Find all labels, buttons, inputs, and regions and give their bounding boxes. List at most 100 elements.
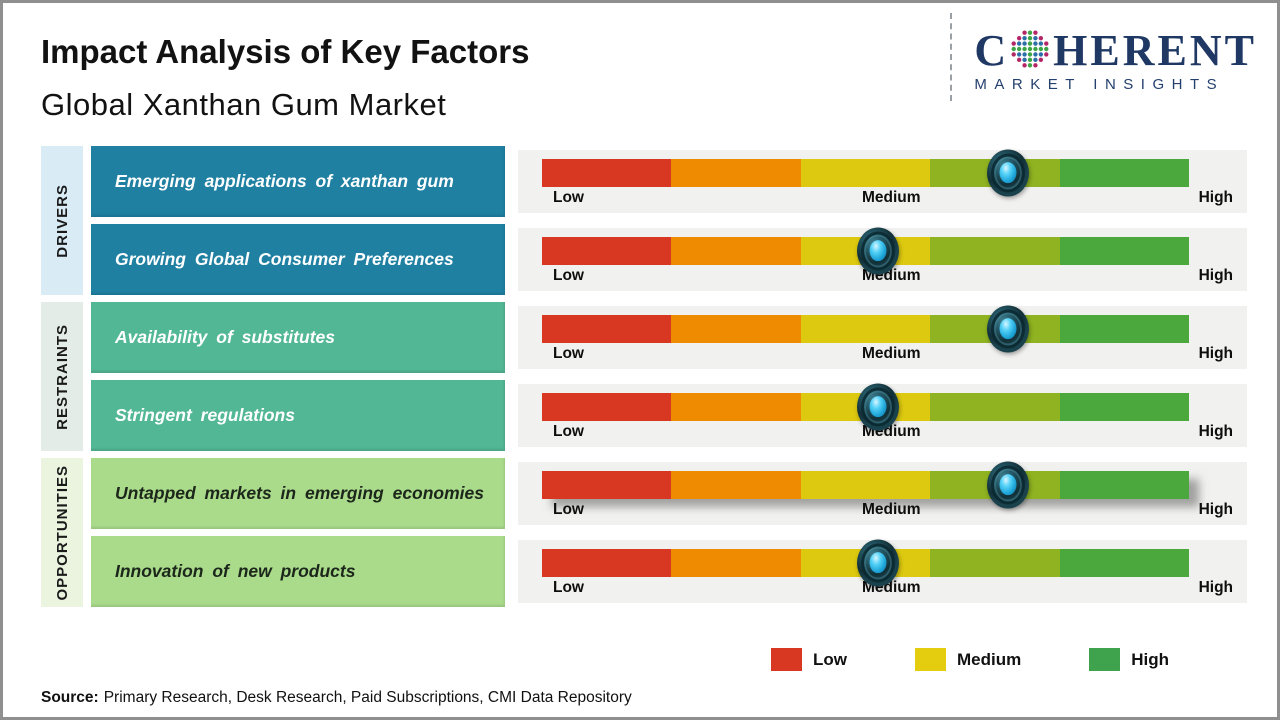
impact-bar-segment [542,159,672,187]
factor-group: OPPORTUNITIES Untapped markets in emergi… [41,458,1247,607]
impact-gradient-bar [542,539,1190,587]
impact-marker-icon [986,461,1029,509]
scale-label-high: High [1198,189,1233,206]
impact-gradient-bar [542,149,1190,197]
scale-label-high: High [1198,423,1233,440]
scale-label-high: High [1198,579,1233,596]
impact-bar-segment [1059,549,1190,577]
impact-scale-panel: Low Medium High [518,383,1247,447]
impact-bar-segment [1059,159,1190,187]
impact-bar-segment [1059,315,1190,343]
impact-bar-segment [930,237,1060,265]
logo-letters: HERENT [1053,26,1257,75]
legend-swatch [771,648,802,671]
impact-bar-segment [1059,393,1190,421]
impact-scale-panel: Low Medium High [518,149,1247,213]
scale-labels: Low Medium High [553,189,1233,207]
impact-bar-segment [1059,471,1190,499]
legend-label: High [1131,649,1170,669]
factor-box: Availability of substitutes [91,302,505,373]
factor-row: Untapped markets in emerging economies L… [91,458,1247,529]
legend-label: Low [813,649,847,669]
impact-matrix: DRIVERS Emerging applications of xanthan… [41,146,1247,614]
scale-labels: Low Medium High [553,501,1233,519]
factor-box: Growing Global Consumer Preferences [91,224,505,295]
scale-label-low: Low [553,189,584,206]
factor-label: Innovation of new products [115,561,356,581]
impact-marker-icon [986,149,1029,197]
factor-label: Stringent regulations [115,405,295,425]
scale-label-medium: Medium [862,501,921,518]
factor-label: Growing Global Consumer Preferences [115,249,454,269]
factor-label: Untapped markets in emerging economies [115,483,485,503]
factor-row: Stringent regulations Low Medium High [91,380,1247,451]
impact-bar-segment [930,393,1060,421]
factor-row: Innovation of new products Low Medium Hi… [91,536,1247,607]
impact-scale-panel: Low Medium High [518,227,1247,291]
legend: Low Medium High [771,648,1169,671]
impact-bar-segment [1059,237,1190,265]
legend-item: High [1089,648,1169,671]
impact-bar-segment [542,393,672,421]
factor-label: Emerging applications of xanthan gum [115,171,454,191]
scale-label-high: High [1198,345,1233,362]
impact-scale-panel: Low Medium High [518,539,1247,603]
legend-swatch [1089,648,1121,671]
impact-scale-panel: Low Medium High [518,461,1247,525]
scale-label-low: Low [553,267,584,284]
scale-label-low: Low [553,345,584,362]
impact-gradient-bar [542,227,1190,275]
group-label-strip: OPPORTUNITIES [41,458,83,607]
scale-label-medium: Medium [862,345,921,362]
source-text: Primary Research, Desk Research, Paid Su… [103,689,632,706]
group-label-strip: DRIVERS [41,146,83,295]
scale-labels: Low Medium High [553,579,1233,597]
impact-bar-segment [671,393,801,421]
factor-group: DRIVERS Emerging applications of xanthan… [41,146,1247,295]
scale-label-low: Low [553,579,584,596]
legend-swatch [915,648,946,671]
factor-box: Emerging applications of xanthan gum [91,146,505,217]
scale-label-high: High [1198,501,1233,518]
impact-gradient-bar [542,383,1190,431]
company-logo: C HERENT MARKET INSIGHTS [974,29,1257,94]
scale-label-low: Low [553,423,584,440]
legend-item: Medium [915,648,1021,671]
logo-letter-c: C [974,26,1010,75]
group-rows: Emerging applications of xanthan gum Low… [91,146,1247,295]
page-title: Impact Analysis of Key Factors [41,33,530,70]
group-label: OPPORTUNITIES [53,464,71,601]
impact-gradient-bar [542,461,1190,509]
group-rows: Availability of substitutes Low Medium H… [91,302,1247,451]
impact-bar-segment [800,315,931,343]
scale-label-medium: Medium [862,189,921,206]
group-label-strip: RESTRAINTS [41,302,83,451]
factor-group: RESTRAINTS Availability of substitutes L… [41,302,1247,451]
logo-globe-icon [1011,30,1049,68]
impact-bar-segment [671,549,801,577]
logo-divider [950,13,952,101]
impact-marker-icon [857,539,900,587]
source-label: Source: [41,689,99,706]
impact-bar-segment [800,471,931,499]
group-label: DRIVERS [53,183,71,258]
legend-item: Low [771,648,847,671]
page-subtitle: Global Xanthan Gum Market [41,87,447,122]
source-note: Source:Primary Research, Desk Research, … [41,689,632,707]
impact-bar-segment [671,471,801,499]
scale-labels: Low Medium High [553,267,1233,285]
impact-bar-segment [542,237,672,265]
logo-wordmark: C HERENT [974,29,1257,73]
impact-bar-segment [671,237,801,265]
impact-bar-segment [542,315,672,343]
scale-labels: Low Medium High [553,345,1233,363]
impact-bar-segment [671,159,801,187]
impact-bar-segment [671,315,801,343]
factor-box: Stringent regulations [91,380,505,451]
group-label: RESTRAINTS [53,323,71,430]
impact-marker-icon [986,305,1029,353]
group-rows: Untapped markets in emerging economies L… [91,458,1247,607]
factor-label: Availability of substitutes [115,327,335,347]
factor-row: Availability of substitutes Low Medium H… [91,302,1247,373]
